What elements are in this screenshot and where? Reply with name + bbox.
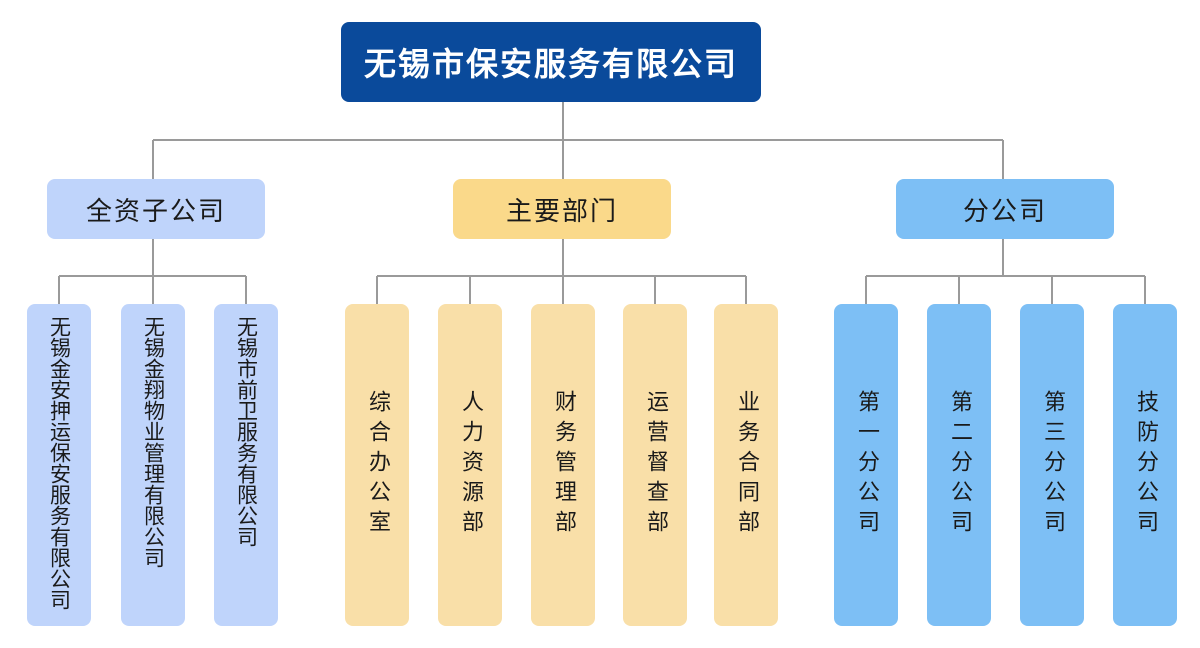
category-departments: 主要部门 [453, 179, 671, 239]
subsidiaries-connector [58, 239, 247, 304]
subsidiary-box-1: 无锡金安押运保安服务有限公司 [27, 304, 91, 626]
subsidiary-box-3: 无锡市前卫服务有限公司 [214, 304, 278, 626]
branch-box-4: 技防分公司 [1113, 304, 1177, 626]
branch-label-3: 第三分公司 [1040, 390, 1065, 540]
department-label-1: 综合办公室 [365, 390, 390, 540]
department-box-4: 运营督查部 [623, 304, 687, 626]
branch-box-3: 第三分公司 [1020, 304, 1084, 626]
subsidiary-box-2: 无锡金翔物业管理有限公司 [121, 304, 185, 626]
department-label-5: 业务合同部 [734, 390, 759, 540]
branch-label-2: 第二分公司 [947, 390, 972, 540]
branch-label-4: 技防分公司 [1133, 390, 1158, 540]
category-subsidiaries-label: 全资子公司 [85, 196, 226, 227]
branches-connector [865, 239, 1146, 304]
category-subsidiaries: 全资子公司 [47, 179, 265, 239]
subsidiary-label-2: 无锡金翔物业管理有限公司 [141, 316, 166, 568]
department-label-2: 人力资源部 [458, 390, 483, 540]
branch-box-2: 第二分公司 [927, 304, 991, 626]
root-connector [152, 102, 1004, 179]
department-box-5: 业务合同部 [714, 304, 778, 626]
department-label-4: 运营督查部 [643, 390, 668, 540]
root-company-label: 无锡市保安服务有限公司 [363, 45, 738, 83]
branch-label-1: 第一分公司 [854, 390, 879, 540]
department-label-3: 财务管理部 [551, 390, 576, 540]
subsidiary-label-3: 无锡市前卫服务有限公司 [234, 316, 259, 547]
category-branches-label: 分公司 [962, 196, 1047, 227]
department-box-2: 人力资源部 [438, 304, 502, 626]
departments-connector [376, 239, 747, 304]
department-box-3: 财务管理部 [531, 304, 595, 626]
subsidiary-label-1: 无锡金安押运保安服务有限公司 [47, 316, 72, 610]
department-box-1: 综合办公室 [345, 304, 409, 626]
branch-box-1: 第一分公司 [834, 304, 898, 626]
category-departments-label: 主要部门 [505, 196, 618, 227]
root-company-box: 无锡市保安服务有限公司 [341, 22, 761, 102]
category-branches: 分公司 [896, 179, 1114, 239]
